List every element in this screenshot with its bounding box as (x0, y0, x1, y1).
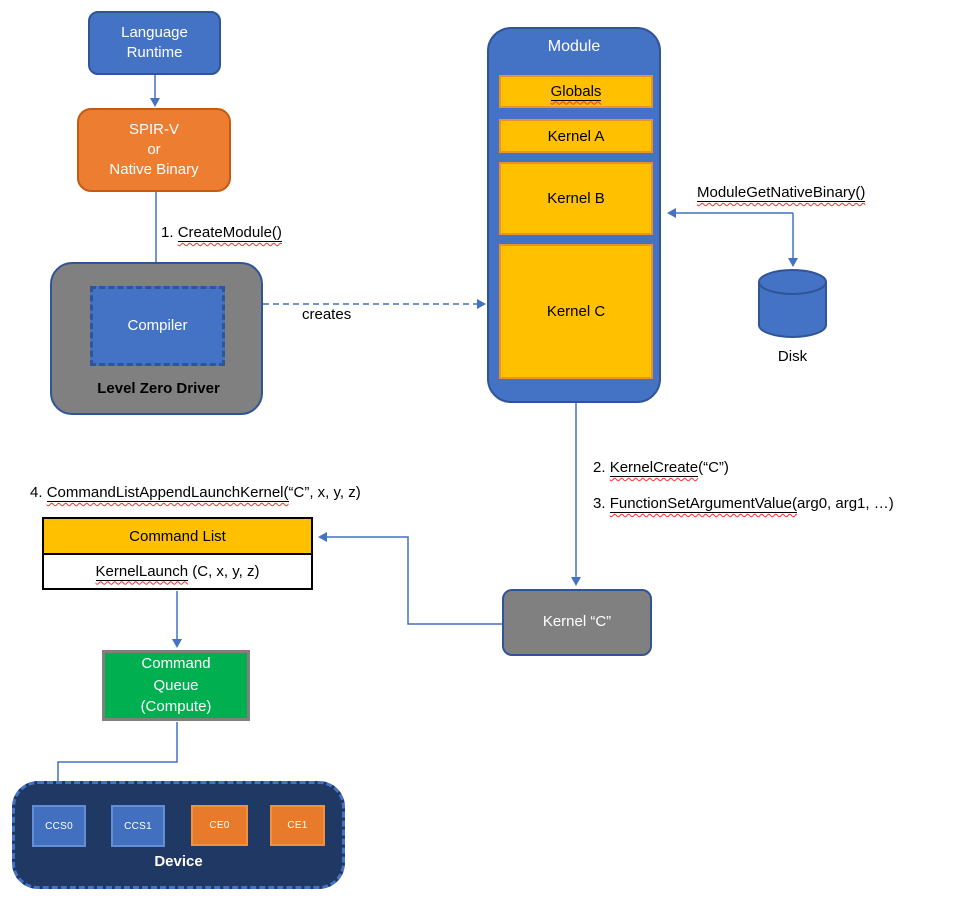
kernel-c-node: Kernel “C” (502, 589, 652, 656)
engine-ccs0: CCS0 (32, 805, 86, 847)
device-label: Device (154, 853, 203, 870)
function-name: KernelCreate (609, 459, 699, 477)
kernel-c-box: Kernel C (499, 244, 653, 379)
function-name: CommandListAppendLaunchKernel( (46, 484, 289, 502)
level-zero-driver-container: Compiler Level Zero Driver (50, 262, 263, 415)
create-module-label: 1. CreateModule() (161, 224, 282, 242)
engine-ce1: CE1 (270, 805, 325, 846)
language-runtime-node: Language Runtime (88, 11, 221, 75)
command-list-append-label: 4. CommandListAppendLaunchKernel(“C”, x,… (30, 484, 361, 502)
module-get-native-binary-label: ModuleGetNativeBinary() (697, 184, 866, 202)
arrowhead-down-icon (788, 258, 798, 267)
kernel-b-box: Kernel B (499, 162, 653, 235)
step-number: 1. (161, 224, 178, 241)
function-name: KernelLaunch (95, 562, 189, 581)
command-list-header: Command List (44, 519, 311, 555)
disk-label: Disk (777, 348, 808, 365)
arrowhead-left-icon (318, 532, 327, 542)
function-set-argument-value-label: 3. FunctionSetArgumentValue(arg0, arg1, … (593, 495, 894, 513)
kernel-a-box: Kernel A (499, 119, 653, 153)
function-name: CreateModule() (177, 224, 282, 242)
globals-label: Globals (550, 82, 602, 101)
module-container: Module Globals Kernel A Kernel B Kernel … (487, 27, 661, 403)
engine-ccs1: CCS1 (111, 805, 165, 847)
command-list-table: Command List KernelLaunch (C, x, y, z) (42, 517, 313, 590)
arrowhead-down-icon (172, 639, 182, 648)
function-name: FunctionSetArgumentValue( (609, 495, 798, 513)
arrowhead-right-icon (477, 299, 486, 309)
spirv-node: SPIR-V or Native Binary (77, 108, 231, 192)
engine-ce0: CE0 (191, 805, 248, 846)
kernel-launch-row: KernelLaunch (C, x, y, z) (44, 555, 311, 588)
arrowhead-down-icon (571, 577, 581, 586)
creates-label: creates (302, 306, 352, 323)
function-name: ModuleGetNativeBinary() (697, 184, 866, 202)
arrowhead-down-icon (150, 98, 160, 107)
device-container: CCS0 CCS1 CE0 CE1 Device (12, 781, 345, 889)
globals-box: Globals (499, 75, 653, 108)
disk-icon (758, 269, 827, 338)
arrowhead-left-icon (667, 208, 676, 218)
kernel-create-label: 2. KernelCreate(“C”) (593, 459, 729, 477)
compiler-node: Compiler (90, 286, 225, 366)
command-queue-node: Command Queue (Compute) (102, 650, 250, 721)
connector-kernelc-to-commandlist (327, 536, 502, 625)
module-title: Module (547, 38, 601, 55)
level-zero-driver-label: Level Zero Driver (97, 380, 220, 397)
